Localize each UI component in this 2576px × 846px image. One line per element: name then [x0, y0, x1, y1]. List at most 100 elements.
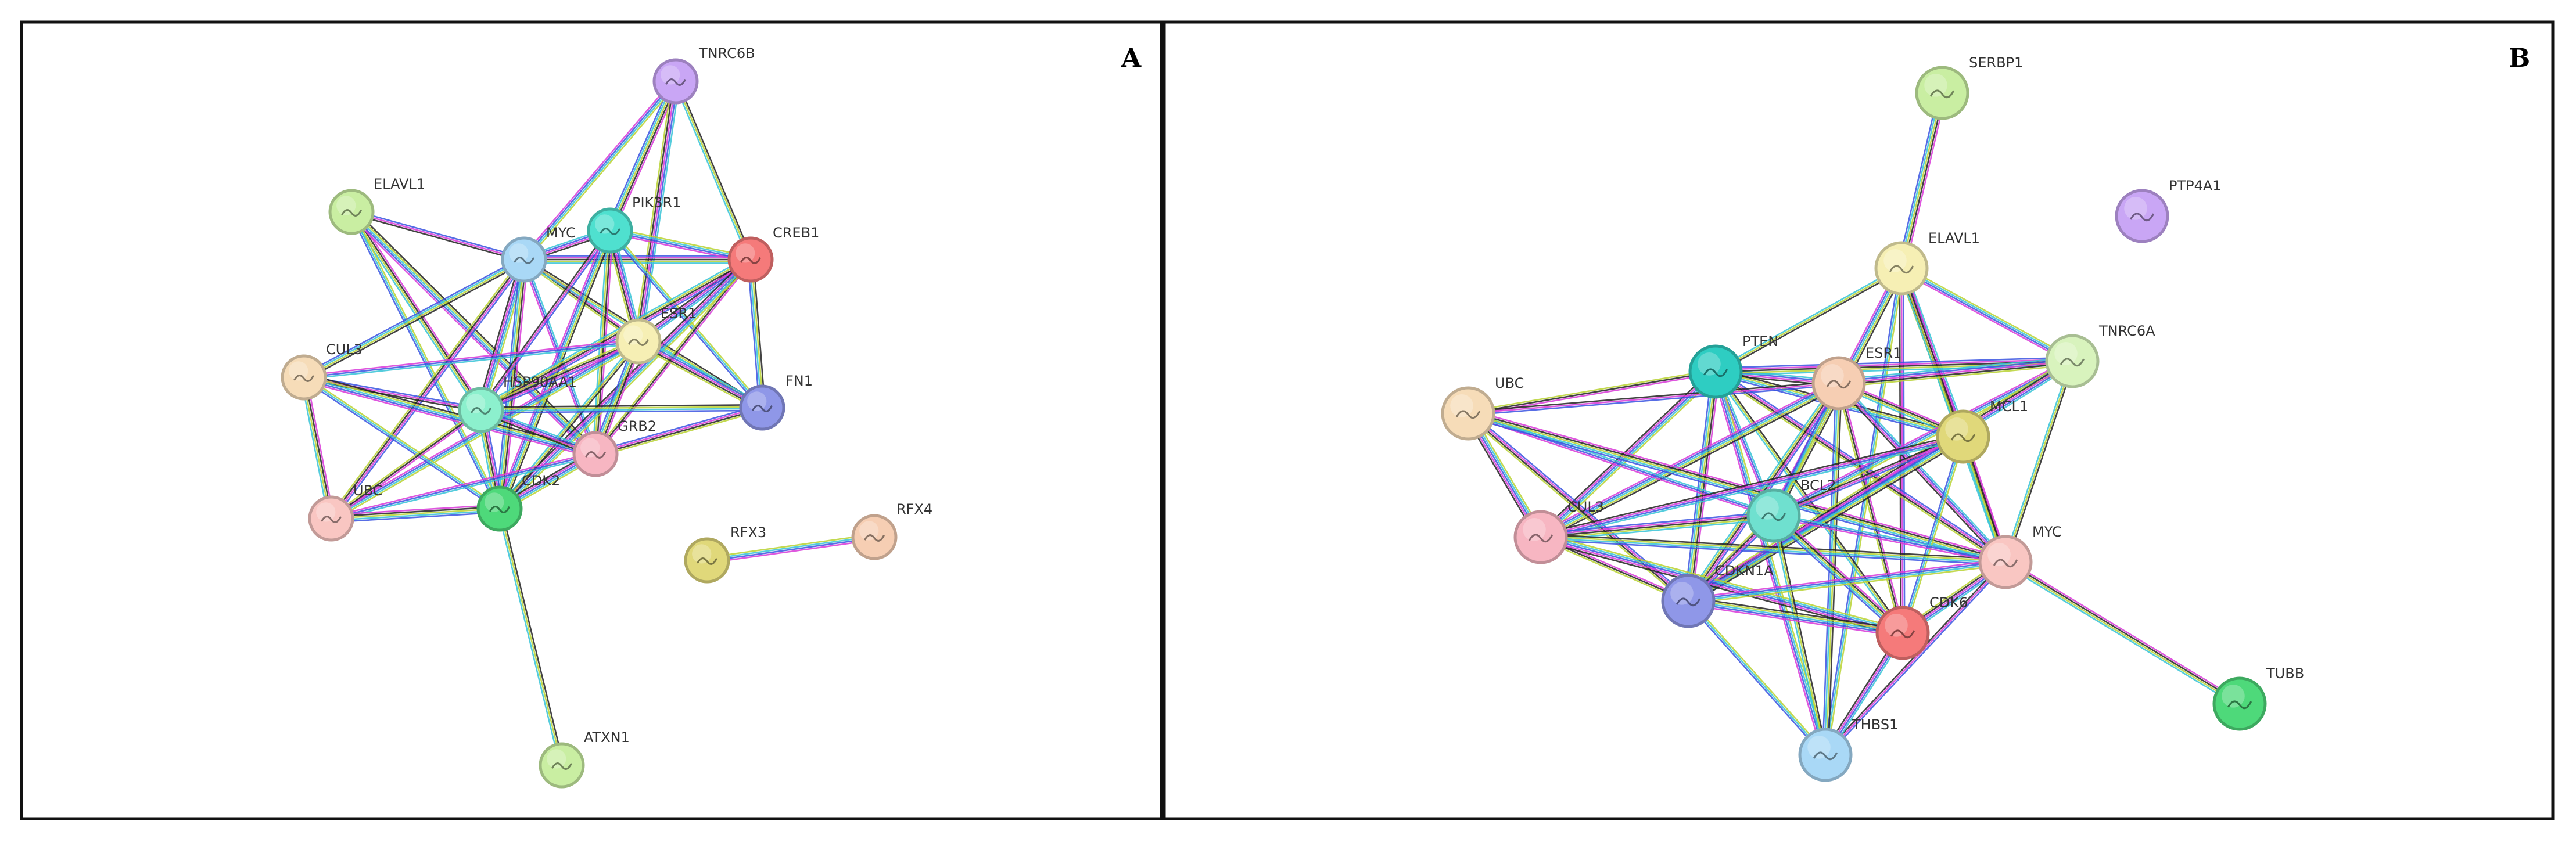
- protein-structure-icon: [864, 534, 885, 542]
- node-elavl1[interactable]: ELAVL1: [328, 176, 425, 235]
- edge-evidence-line: [1540, 538, 1903, 636]
- node-highlight: [859, 521, 879, 541]
- node-highlight: [1885, 614, 1908, 637]
- protein-structure-icon: [752, 405, 773, 412]
- edge-UBC-CDK2: [331, 504, 500, 523]
- node-tnrc6b[interactable]: TNRC6B: [652, 45, 755, 105]
- edge-evidence-line: [1825, 561, 2006, 755]
- node-esr1[interactable]: ESR1: [615, 305, 697, 365]
- edge-evidence-line: [1775, 512, 1906, 631]
- node-label: MYC: [2032, 524, 2062, 540]
- node-thbs1[interactable]: THBS1: [1798, 717, 1898, 782]
- edge-evidence-line: [1716, 370, 1905, 632]
- node-rfx3[interactable]: RFX3: [684, 524, 766, 584]
- edge-TNRC6B-CREB1: [673, 80, 754, 261]
- protein-structure-icon: [600, 228, 620, 235]
- node-hsp90aa1[interactable]: HSP90AA1: [458, 374, 577, 433]
- node-grb2[interactable]: GRB2: [572, 418, 656, 477]
- edge-evidence-line: [352, 210, 503, 509]
- node-mcl1[interactable]: MCL1: [1936, 398, 2028, 464]
- node-highlight: [2124, 197, 2147, 220]
- node-cul3[interactable]: CUL3: [281, 341, 363, 401]
- node-cdk2[interactable]: CDK2: [476, 473, 560, 532]
- node-atxn1[interactable]: ATXN1: [539, 729, 630, 789]
- node-serbp1[interactable]: SERBP1: [1915, 55, 2023, 120]
- node-ubc[interactable]: UBC: [1441, 375, 1524, 441]
- edge-evidence-line: [609, 231, 751, 261]
- edge-evidence-line: [1689, 599, 1828, 754]
- node-label: PIK3R1: [632, 195, 681, 211]
- node-label: CDKN1A: [1715, 563, 1774, 579]
- edge-evidence-line: [1901, 436, 1964, 633]
- node-cul3[interactable]: CUL3: [1513, 499, 1604, 564]
- edge-evidence-line: [479, 257, 751, 409]
- protein-structure-icon: [471, 407, 491, 415]
- edge-evidence-line: [1904, 267, 1968, 436]
- edge-evidence-line: [1826, 268, 1904, 755]
- node-label: BCL2: [1800, 477, 1836, 494]
- edge-evidence-line: [495, 259, 521, 509]
- node-label: CREB1: [773, 225, 819, 241]
- node-label: TNRC6A: [2098, 323, 2155, 339]
- node-fn1[interactable]: FN1: [739, 373, 813, 431]
- node-tnrc6a[interactable]: TNRC6A: [2045, 323, 2155, 388]
- edge-ELAVL1-THBS1: [1822, 268, 1904, 755]
- node-highlight: [1698, 352, 1721, 376]
- edge-evidence-line: [497, 259, 523, 509]
- node-myc[interactable]: MYC: [1978, 524, 2062, 589]
- node-myc[interactable]: MYC: [501, 225, 576, 283]
- node-rfx4[interactable]: RFX4: [851, 501, 932, 560]
- node-highlight: [595, 214, 615, 234]
- edge-evidence-line: [304, 377, 333, 519]
- protein-structure-icon: [1761, 512, 1786, 521]
- edge-evidence-line: [1771, 516, 1902, 635]
- node-bcl2[interactable]: BCL2: [1746, 477, 1836, 543]
- node-label: UBC: [1495, 375, 1524, 391]
- node-highlight: [1821, 364, 1844, 387]
- edge-evidence-line: [330, 451, 595, 518]
- edge-evidence-line: [1902, 93, 1945, 269]
- edge-evidence-line: [1467, 414, 1774, 519]
- edge-evidence-line: [328, 257, 523, 517]
- edge-evidence-line: [332, 411, 483, 521]
- edge-evidence-line: [1900, 268, 2072, 363]
- edge-evidence-line: [1899, 92, 1942, 268]
- node-cdk6[interactable]: CDK6: [1875, 595, 1968, 660]
- edge-PIK3R1-HSP90AA1: [479, 229, 612, 412]
- edge-evidence-line: [1901, 267, 2073, 361]
- node-cdkn1a[interactable]: CDKN1A: [1661, 563, 1774, 628]
- node-esr1[interactable]: ESR1: [1811, 345, 1901, 411]
- edge-ESR1-CUL3: [303, 339, 639, 380]
- protein-structure-icon: [697, 557, 717, 565]
- protein-structure-icon: [293, 375, 314, 382]
- edge-evidence-line: [351, 211, 525, 261]
- protein-structure-icon: [1889, 265, 1914, 274]
- node-ptp4a1[interactable]: PTP4A1: [2115, 178, 2222, 243]
- panel-b-letter: B: [2509, 44, 2530, 73]
- edge-evidence-line: [1773, 516, 2005, 565]
- edge-evidence-line: [500, 342, 641, 510]
- edge-evidence-line: [1715, 267, 1902, 373]
- node-pik3r1[interactable]: PIK3R1: [587, 195, 681, 254]
- edge-evidence-line: [479, 338, 638, 408]
- node-highlight: [2222, 685, 2245, 708]
- node-pten[interactable]: PTEN: [1688, 333, 1778, 399]
- edge-evidence-line: [1687, 604, 1903, 638]
- edge-PTEN-CDKN1A: [1684, 371, 1720, 602]
- edge-evidence-line: [1903, 437, 1966, 634]
- node-creb1[interactable]: CREB1: [727, 225, 819, 283]
- protein-structure-icon: [321, 516, 342, 523]
- node-tubb[interactable]: TUBB: [2212, 665, 2304, 731]
- edge-evidence-line: [1838, 360, 2073, 384]
- node-label: ESR1: [1865, 345, 1901, 361]
- edge-evidence-line: [1838, 358, 2072, 383]
- node-ubc[interactable]: UBC: [308, 483, 382, 542]
- edge-evidence-line: [331, 504, 500, 516]
- edge-evidence-line: [1773, 514, 2006, 563]
- edge-BCL2-THBS1: [1771, 515, 1828, 755]
- edge-ESR1-TNRC6A: [1838, 357, 2073, 388]
- edge-evidence-line: [1468, 382, 1839, 415]
- node-elavl1[interactable]: ELAVL1: [1874, 230, 1980, 296]
- edge-evidence-line: [304, 260, 525, 379]
